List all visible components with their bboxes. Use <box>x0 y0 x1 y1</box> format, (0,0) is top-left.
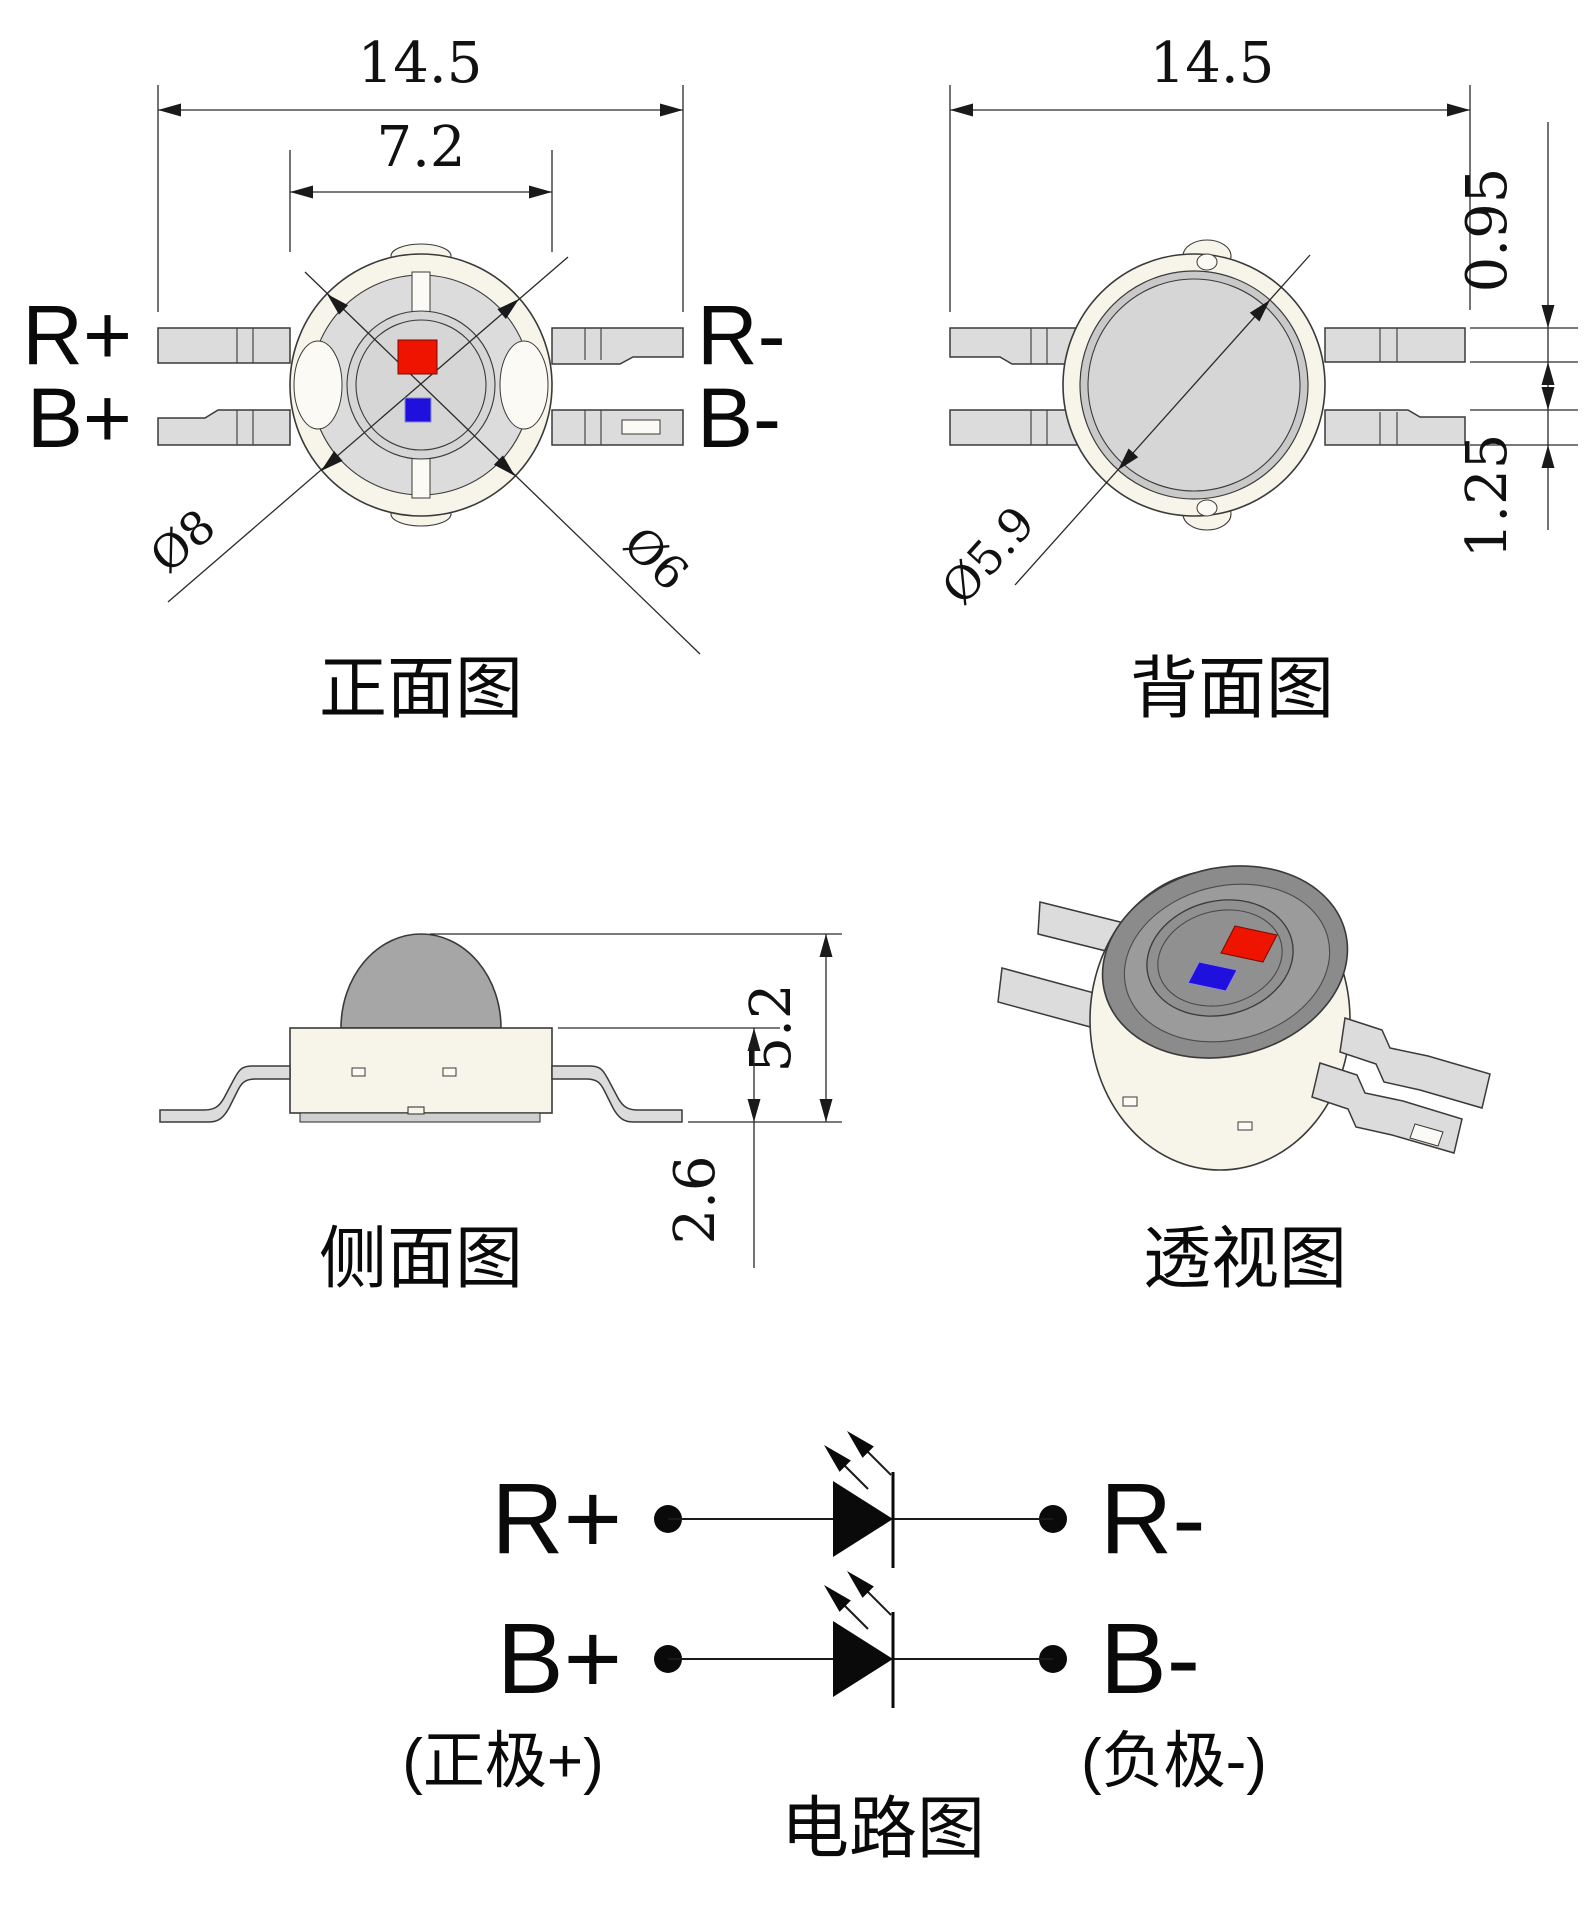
front-label-r-minus: R- <box>697 288 786 382</box>
front-pin-b-plus <box>157 409 291 446</box>
led-symbol-blue <box>818 1565 895 1708</box>
circuit-label-r-minus: R- <box>1100 1463 1206 1575</box>
side-lead-right <box>551 1065 683 1123</box>
pin-slot-hole <box>621 419 661 435</box>
mount-hole-top <box>1196 253 1218 271</box>
back-pin-bottom-right <box>1324 409 1466 446</box>
back-pin-top-right <box>1324 327 1466 363</box>
back-pin-dims: 0.95 1.25 <box>1455 122 1578 558</box>
back-pin-width-value: 0.95 <box>1455 168 1520 293</box>
back-view-caption: 背面图 <box>1130 651 1334 727</box>
persp-lead-lower-right <box>1311 1062 1463 1154</box>
side-dim-body-height: 2.6 <box>663 1028 761 1268</box>
back-dia-pad-value: Ø5.9 <box>931 496 1045 615</box>
front-view: 14.5 7.2 <box>22 31 785 727</box>
circuit-label-b-plus: B+ <box>497 1603 622 1715</box>
front-dia-outer-value: Ø8 <box>140 499 226 584</box>
circuit-diagram: R+ R- B+ B- (正极+) (负极-) 电路图 <box>402 1425 1267 1867</box>
persp-blue-chip <box>1187 961 1238 992</box>
circuit-caption: 电路图 <box>781 1791 985 1867</box>
front-pin-r-plus <box>157 327 291 364</box>
back-dim-total-width: 14.5 <box>949 31 1471 312</box>
persp-red-chip <box>1220 925 1278 963</box>
side-body-height-value: 2.6 <box>663 1155 728 1244</box>
side-total-height-value: 5.2 <box>739 983 804 1072</box>
back-pin-gap-value: 1.25 <box>1455 434 1520 559</box>
side-lead-left <box>159 1065 291 1123</box>
perspective-view-caption: 透视图 <box>1143 1221 1347 1297</box>
anode-note: (正极+) <box>402 1727 604 1796</box>
circuit-label-b-minus: B- <box>1100 1603 1200 1715</box>
circuit-row-blue: B+ B- <box>497 1565 1200 1715</box>
persp-lens <box>1146 899 1294 1017</box>
front-label-r-plus: R+ <box>22 288 132 382</box>
circuit-row-red: R+ R- <box>491 1425 1206 1575</box>
persp-lead-lower-left <box>997 967 1099 1029</box>
front-dim-total-width: 14.5 <box>157 31 684 312</box>
red-chip <box>397 339 438 375</box>
persp-lead-upper-right <box>1339 1017 1491 1109</box>
front-pin-b-minus <box>551 409 684 446</box>
front-lens-width-value: 7.2 <box>376 115 465 180</box>
side-view: 5.2 2.6 侧面图 <box>159 933 842 1297</box>
circuit-label-r-plus: R+ <box>491 1463 622 1575</box>
back-pin-bottom-left <box>949 409 1084 446</box>
side-body <box>289 1027 553 1114</box>
side-dim-total-height: 5.2 <box>430 933 842 1123</box>
back-total-width-value: 14.5 <box>1150 31 1275 96</box>
back-view: 14.5 <box>931 31 1578 727</box>
cathode-note: (负极-) <box>1081 1727 1267 1796</box>
led-symbol-red <box>818 1425 895 1568</box>
front-dim-lens-width: 7.2 <box>289 115 553 252</box>
front-total-width-value: 14.5 <box>358 31 483 96</box>
blue-chip <box>404 397 432 423</box>
side-view-caption: 侧面图 <box>319 1221 523 1297</box>
front-view-caption: 正面图 <box>319 651 523 727</box>
front-label-b-plus: B+ <box>27 371 132 465</box>
perspective-view: 透视图 <box>997 865 1491 1297</box>
mount-hole-bottom <box>1196 499 1218 517</box>
lens-dome <box>340 933 502 1029</box>
front-pin-r-minus <box>551 327 684 365</box>
front-label-b-minus: B- <box>697 371 781 465</box>
back-pin-top-left <box>949 327 1084 365</box>
front-dia-inner-value: Ø6 <box>613 516 699 601</box>
